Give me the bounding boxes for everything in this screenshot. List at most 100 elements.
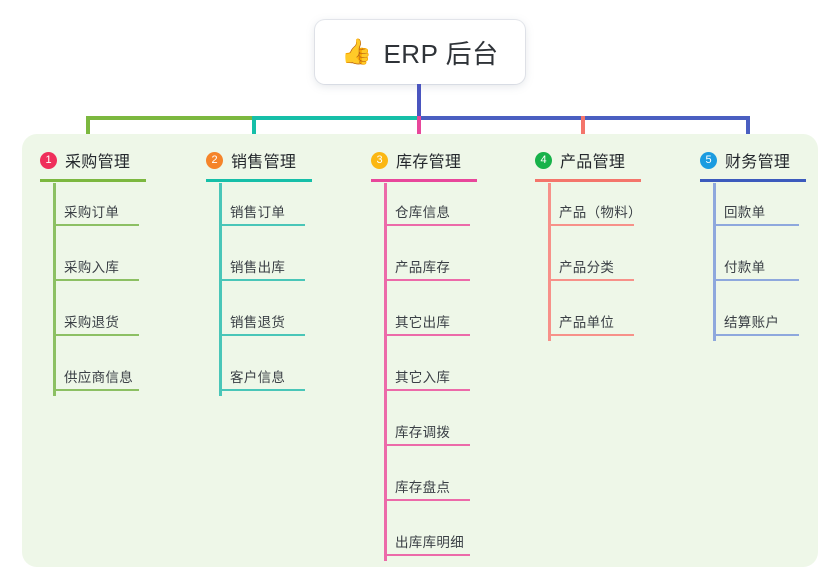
number-badge-icon: 5	[700, 151, 717, 169]
menu-item-label: 采购入库	[64, 260, 120, 275]
root-node-content: 👍 ERP 后台	[341, 34, 498, 71]
menu-item-underline	[549, 224, 634, 226]
root-node[interactable]: 👍 ERP 后台	[315, 20, 525, 84]
number-badge-icon: 2	[206, 151, 223, 169]
category-underline	[206, 179, 312, 182]
menu-item[interactable]: 销售订单	[220, 196, 305, 226]
menu-item-underline	[54, 224, 139, 226]
menu-item[interactable]: 库存盘点	[385, 471, 470, 501]
branch-spine	[384, 183, 387, 561]
menu-item[interactable]: 产品库存	[385, 251, 470, 281]
menu-item-underline	[220, 224, 305, 226]
menu-item-underline	[220, 389, 305, 391]
category-title: 库存管理	[396, 154, 462, 171]
menu-item-label: 其它入库	[395, 370, 451, 385]
bar-segment-1	[86, 116, 256, 120]
root-node-title: ERP 后台	[383, 38, 499, 69]
menu-item-label: 付款单	[724, 260, 766, 275]
menu-item-underline	[385, 224, 470, 226]
menu-item[interactable]: 出库库明细	[385, 526, 470, 556]
menu-item-underline	[220, 334, 305, 336]
column-drop-line-3	[417, 116, 421, 148]
menu-item-label: 销售出库	[230, 260, 286, 275]
menu-item[interactable]: 其它出库	[385, 306, 470, 336]
branch-spine	[713, 183, 716, 341]
menu-item-label: 出库库明细	[395, 535, 464, 550]
menu-item[interactable]: 付款单	[714, 251, 799, 281]
menu-item-underline	[385, 389, 470, 391]
menu-item-label: 库存盘点	[395, 480, 451, 495]
menu-item-label: 销售退货	[230, 315, 286, 330]
branch-spine	[219, 183, 222, 396]
menu-item-label: 其它出库	[395, 315, 451, 330]
menu-item-label: 销售订单	[230, 205, 286, 220]
column-drop-line-1	[86, 116, 90, 148]
branch-spine	[548, 183, 551, 341]
content-panel	[22, 134, 818, 567]
menu-item-underline	[385, 499, 470, 501]
menu-item-label: 产品库存	[395, 260, 451, 275]
column-drop-line-2	[252, 116, 256, 148]
category-underline	[371, 179, 477, 182]
menu-item-underline	[714, 224, 799, 226]
menu-item-label: 回款单	[724, 205, 766, 220]
menu-item[interactable]: 产品单位	[549, 306, 634, 336]
thumbs-up-icon: 👍	[341, 37, 373, 66]
menu-item-underline	[385, 554, 470, 556]
menu-item-underline	[54, 279, 139, 281]
category-title: 销售管理	[231, 154, 297, 171]
branch-spine	[53, 183, 56, 396]
menu-item-label: 客户信息	[230, 370, 286, 385]
menu-item-label: 产品（物料）	[559, 205, 642, 220]
category-underline	[535, 179, 641, 182]
root-stem-line	[417, 84, 421, 116]
menu-item-underline	[385, 334, 470, 336]
column-drop-line-4	[581, 116, 585, 148]
menu-item[interactable]: 供应商信息	[54, 361, 139, 391]
menu-item-underline	[549, 279, 634, 281]
menu-item[interactable]: 销售退货	[220, 306, 305, 336]
number-badge-icon: 1	[40, 151, 57, 169]
column-drop-line-5	[746, 116, 750, 148]
menu-item[interactable]: 产品分类	[549, 251, 634, 281]
menu-item-label: 仓库信息	[395, 205, 451, 220]
menu-item-underline	[714, 334, 799, 336]
menu-item-label: 结算账户	[724, 315, 780, 330]
menu-item[interactable]: 采购入库	[54, 251, 139, 281]
menu-item-underline	[549, 334, 634, 336]
menu-item-underline	[220, 279, 305, 281]
category-header-3[interactable]: 3 库存管理	[371, 148, 461, 172]
menu-item-label: 产品分类	[559, 260, 615, 275]
menu-item-underline	[385, 279, 470, 281]
category-header-4[interactable]: 4 产品管理	[535, 148, 625, 172]
menu-item[interactable]: 仓库信息	[385, 196, 470, 226]
menu-item[interactable]: 客户信息	[220, 361, 305, 391]
menu-item[interactable]: 采购退货	[54, 306, 139, 336]
menu-item-label: 产品单位	[559, 315, 615, 330]
category-title: 采购管理	[65, 154, 131, 171]
menu-item[interactable]: 产品（物料）	[549, 196, 642, 226]
category-header-2[interactable]: 2 销售管理	[206, 148, 296, 172]
category-underline	[700, 179, 806, 182]
menu-item[interactable]: 结算账户	[714, 306, 799, 336]
category-header-5[interactable]: 5 财务管理	[700, 148, 790, 172]
menu-item-underline	[385, 444, 470, 446]
menu-item-underline	[54, 389, 139, 391]
number-badge-icon: 4	[535, 151, 552, 169]
menu-item-label: 采购订单	[64, 205, 120, 220]
category-title: 产品管理	[560, 154, 626, 171]
menu-item[interactable]: 采购订单	[54, 196, 139, 226]
menu-item-label: 供应商信息	[64, 370, 133, 385]
number-badge-icon: 3	[371, 151, 388, 169]
category-title: 财务管理	[725, 154, 791, 171]
menu-item-underline	[54, 334, 139, 336]
menu-item-label: 采购退货	[64, 315, 120, 330]
category-header-1[interactable]: 1 采购管理	[40, 148, 130, 172]
menu-item[interactable]: 其它入库	[385, 361, 470, 391]
menu-item[interactable]: 销售出库	[220, 251, 305, 281]
menu-item-underline	[714, 279, 799, 281]
bar-segment-2	[252, 116, 421, 120]
menu-item[interactable]: 回款单	[714, 196, 799, 226]
menu-item[interactable]: 库存调拨	[385, 416, 470, 446]
